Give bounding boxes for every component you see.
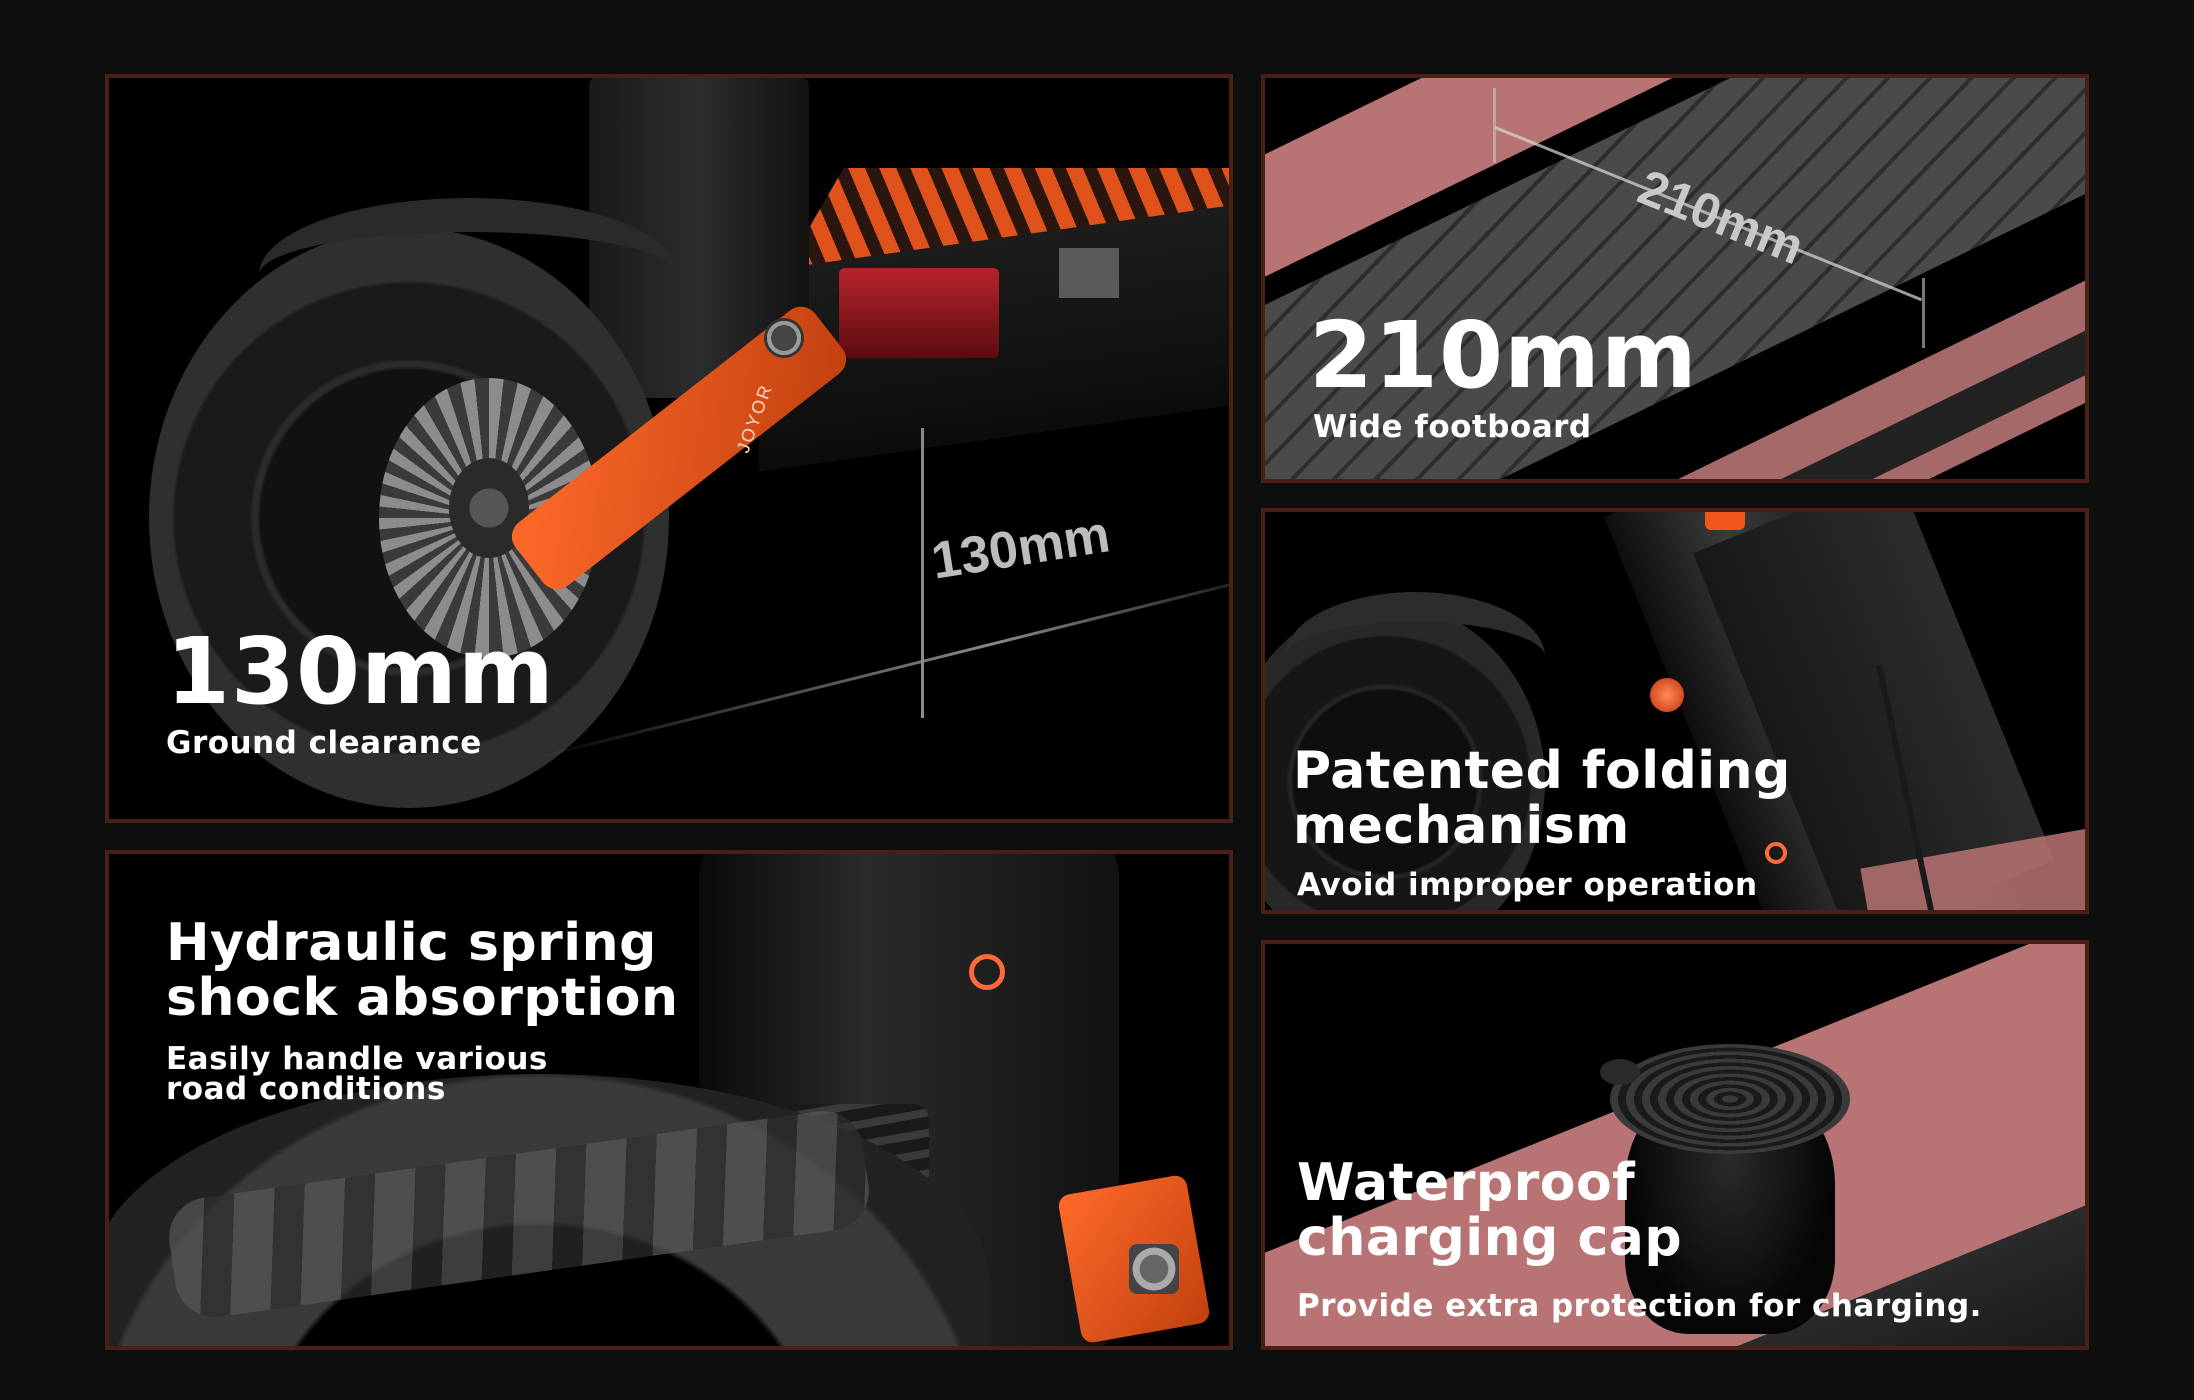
clearance-caption: Ground clearance <box>166 725 482 761</box>
axle-nut-image <box>1129 1244 1179 1294</box>
tail-light-image <box>839 268 999 358</box>
suspension-caption-line2: road conditions <box>166 1071 446 1107</box>
footboard-headline: 210mm <box>1309 302 1698 409</box>
footboard-caption: Wide footboard <box>1313 409 1592 445</box>
reflector-image <box>1059 248 1119 298</box>
fender-image <box>1285 592 1545 722</box>
suspension-title-line2: shock absorption <box>166 968 679 1028</box>
bolt-accent-image <box>969 954 1005 990</box>
charging-cap-title-line1: Waterproof <box>1297 1153 1636 1213</box>
width-dimension-tick-left <box>1493 88 1496 163</box>
folding-panel: Patented folding mechanism Avoid imprope… <box>1261 508 2089 914</box>
charging-cap-caption: Provide extra protection for charging. <box>1297 1288 1982 1324</box>
orange-knob-image <box>1650 678 1684 712</box>
suspension-panel: Hydraulic spring shock absorption Easily… <box>105 850 1233 1350</box>
folding-title-line2: mechanism <box>1293 796 1630 856</box>
folding-title-line1: Patented folding <box>1293 741 1791 801</box>
folding-caption: Avoid improper operation <box>1297 867 1758 903</box>
charging-cap-top-image <box>1610 1044 1850 1154</box>
width-dimension-tick-right <box>1922 278 1925 348</box>
ground-clearance-panel: JOYOR 130mm 130mm Ground clearance <box>105 74 1233 823</box>
orange-bolt-image <box>1765 842 1787 864</box>
suspension-caption-line1: Easily handle various <box>166 1041 548 1077</box>
charging-cap-title-line2: charging cap <box>1297 1208 1683 1268</box>
orange-tab-image <box>1705 512 1745 530</box>
rear-fender-image <box>259 198 679 352</box>
clearance-headline: 130mm <box>166 618 555 725</box>
charging-cap-panel: Waterproof charging cap Provide extra pr… <box>1261 940 2089 1350</box>
clearance-dimension-line <box>921 428 924 718</box>
clearance-dimension-label: 130mm <box>927 505 1114 591</box>
axle-bolt-image <box>764 318 804 358</box>
footboard-panel: 210mm 210mm Wide footboard <box>1261 74 2089 483</box>
suspension-title-line1: Hydraulic spring <box>166 913 657 973</box>
charging-cap-tab-image <box>1600 1059 1640 1085</box>
